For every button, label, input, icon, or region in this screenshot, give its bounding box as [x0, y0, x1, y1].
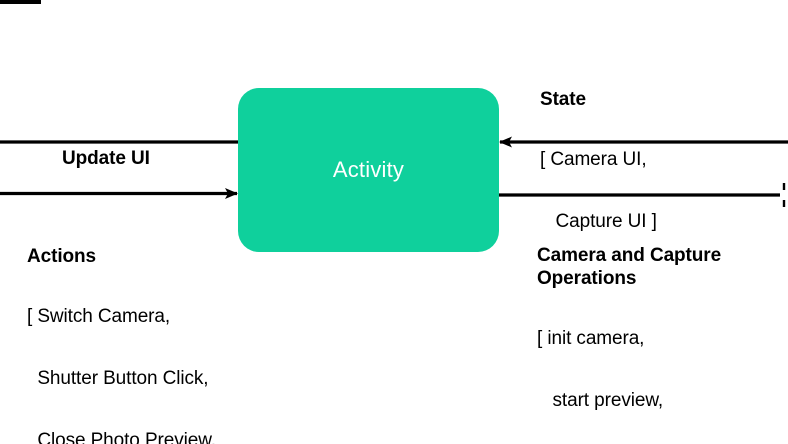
- crop-mark: [0, 0, 41, 4]
- edge-label-actions-title: Actions: [27, 246, 96, 267]
- edge-label-actions-line-2: Close Photo Preview,: [27, 430, 216, 444]
- edge-label-camera-operations-title: Camera and Capture Operations: [537, 245, 722, 289]
- activity-node-label: Activity: [332, 157, 405, 182]
- edge-label-camera-operations-line-0: [ init camera,: [537, 328, 645, 349]
- edge-label-state-title: State: [540, 89, 586, 110]
- edge-label-camera-operations-line-1: start preview,: [537, 390, 664, 411]
- edge-label-update-ui: Update UI: [62, 111, 150, 206]
- edge-label-update-ui-title: Update UI: [62, 148, 150, 169]
- edge-label-state: State [ Camera UI, Capture UI ]: [540, 52, 657, 271]
- edge-label-actions: Actions [ Switch Camera, Shutter Button …: [27, 209, 255, 444]
- edge-label-state-line-1: Capture UI ]: [540, 211, 657, 232]
- activity-node[interactable]: Activity: [238, 88, 499, 252]
- edge-label-camera-operations: Camera and Capture Operations [ init cam…: [537, 208, 721, 444]
- edge-label-state-line-0: [ Camera UI,: [540, 149, 647, 170]
- edge-label-actions-line-0: [ Switch Camera,: [27, 306, 171, 327]
- edge-label-actions-line-1: Shutter Button Click,: [27, 368, 209, 389]
